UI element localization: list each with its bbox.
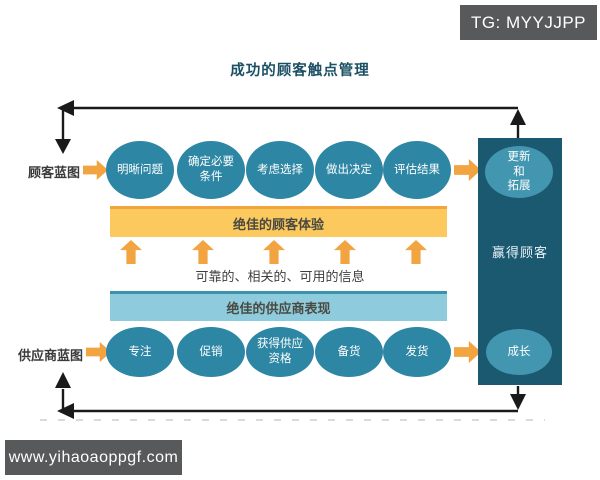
tg-watermark-badge: TG: MYYJJPP: [460, 5, 597, 40]
supplier-step-node: 备货: [315, 327, 383, 377]
renew-expand-circle: 更新 和 拓展: [485, 146, 553, 198]
site-watermark-badge: www.yihaoaoppgf.com: [5, 440, 182, 475]
supplier-row-label: 供应商蓝图: [18, 348, 84, 363]
customer-step-node: 考虑选择: [246, 141, 314, 199]
win-customer-panel: 更新 和 拓展 赢得顾客 成长: [478, 138, 562, 385]
supplier-step-node: 发货: [383, 327, 451, 377]
performance-banner: 绝佳的供应商表现: [110, 291, 447, 321]
growth-circle: 成长: [486, 329, 552, 375]
customer-step-node: 明晰问题: [106, 141, 174, 199]
customer-step-node: 确定必要 条件: [177, 141, 245, 199]
supplier-step-node: 专注: [106, 327, 174, 377]
supplier-step-node: 获得供应 资格: [246, 327, 314, 377]
win-customer-text: 赢得顾客: [491, 245, 548, 260]
info-text: 可靠的、相关的、可用的信息: [195, 269, 365, 284]
experience-banner: 绝佳的顾客体验: [110, 206, 447, 237]
page-title: 成功的顾客触点管理: [230, 63, 370, 79]
supplier-step-node: 促销: [177, 327, 245, 377]
customer-step-node: 做出决定: [315, 141, 383, 199]
customer-step-node: 评估结果: [383, 141, 451, 199]
customer-row-label: 顾客蓝图: [28, 165, 81, 180]
